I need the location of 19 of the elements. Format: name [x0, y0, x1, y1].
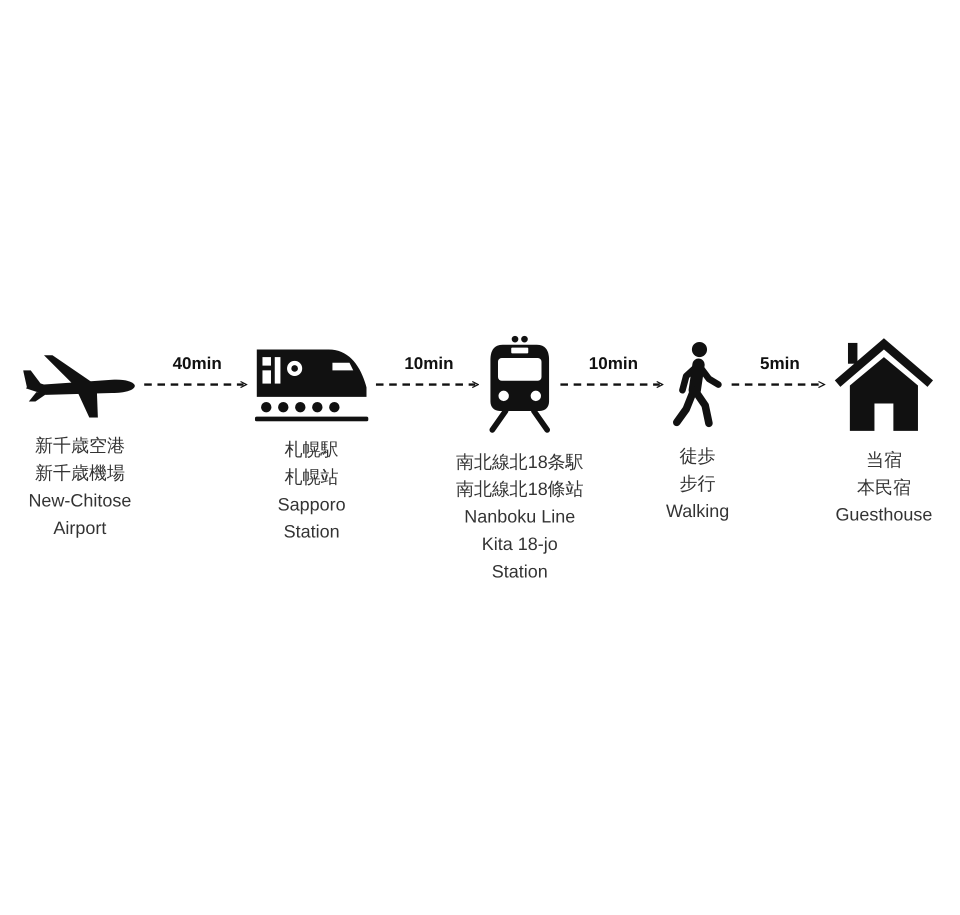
caption-text: Walking	[666, 501, 730, 522]
caption-text: 南北線北18條站	[456, 480, 584, 500]
caption-text: 徒歩	[680, 446, 716, 466]
caption-text: 本民宿	[856, 478, 911, 498]
caption-text: 新千歳機場	[34, 464, 125, 484]
caption-text: 札幌駅	[284, 440, 339, 460]
caption-text: 南北線北18条駅	[456, 452, 584, 472]
caption-text: New-Chitose Airport	[28, 491, 132, 538]
dashed-arrow	[560, 380, 664, 388]
caption-text: Sapporo Station	[278, 494, 346, 542]
caption-text: Guesthouse	[835, 505, 932, 526]
caption-text: 新千歳空港	[34, 436, 125, 456]
caption-text: Nanboku Line Kita 18-jo Station	[464, 507, 576, 582]
dashed-arrow	[376, 380, 479, 388]
caption-text: 当宿	[866, 450, 902, 470]
caption-text: 札幌站	[284, 467, 339, 488]
dashed-arrow	[732, 380, 826, 388]
caption-text: 步行	[680, 474, 716, 494]
dashed-arrow	[144, 380, 248, 388]
